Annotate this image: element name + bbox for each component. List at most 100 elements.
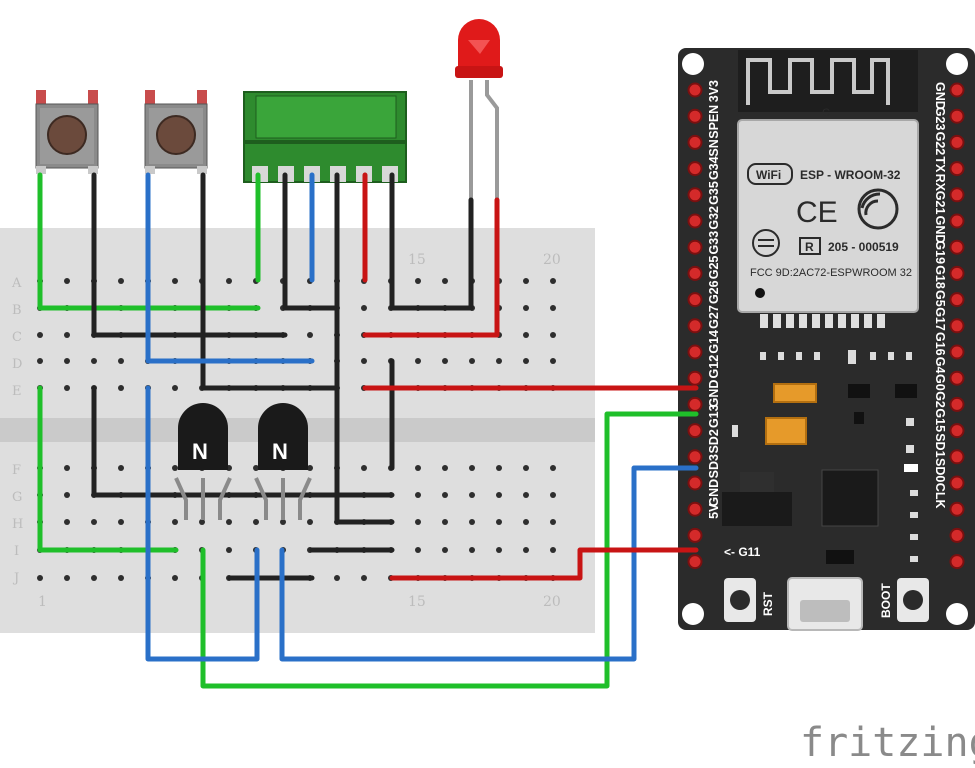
breadboard-hole [469, 465, 475, 471]
breadboard-hole [415, 358, 421, 364]
wire-blue [145, 385, 260, 662]
breadboard-hole [523, 547, 529, 553]
esp32-pin-right-8 [949, 292, 965, 308]
col-label-20-top: 20 [543, 252, 561, 268]
breadboard-hole [550, 305, 556, 311]
esp32-pin-label-left-12: G12 [707, 355, 721, 379]
esp32-pin-label-right-1: G23 [933, 107, 947, 131]
wire-black [91, 385, 395, 498]
breadboard-hole [550, 547, 556, 553]
breadboard-hole [469, 492, 475, 498]
row-label-j: J [12, 571, 19, 586]
breadboard-hole [496, 358, 502, 364]
esp32-pin-right-9 [949, 318, 965, 334]
esp32-pin-right-0 [949, 82, 965, 98]
pin-note-g11: <- G11 [724, 545, 761, 559]
esp32-pin-label-left-15: SD2 [707, 429, 721, 453]
esp32-pin-left-1 [687, 108, 703, 124]
breadboard-hole [118, 465, 124, 471]
esp32-pin-label-left-2: SP [707, 122, 721, 139]
row-label-h: H [12, 517, 23, 532]
breadboard-hole [280, 519, 286, 525]
wire-red [362, 197, 500, 338]
breadboard-hole [442, 519, 448, 525]
esp32-pin-label-right-13: G0 [933, 374, 947, 391]
breadboard-hole [442, 492, 448, 498]
fritzing-logo: fritzing [800, 720, 975, 766]
esp32-pin-left-0 [687, 82, 703, 98]
breadboard-hole [253, 465, 259, 471]
esp32-pin-right-15 [949, 475, 965, 491]
esp32-pin-left-5 [687, 213, 703, 229]
breadboard-hole [334, 575, 340, 581]
esp32-pin-right-14 [949, 449, 965, 465]
breadboard-hole [550, 358, 556, 364]
breadboard-hole [523, 465, 529, 471]
rst-label: RST [761, 591, 775, 616]
breadboard-hole [523, 305, 529, 311]
usb-port [787, 577, 863, 631]
esp32-pin-label-left-10: G27 [707, 305, 721, 329]
boot-button[interactable] [897, 578, 929, 622]
esp32-pin-label-left-14: G13 [707, 404, 721, 428]
push-button-2 [144, 90, 208, 174]
esp32-pin-left-8 [687, 292, 703, 308]
breadboard-hole [523, 358, 529, 364]
module-pins [760, 314, 885, 328]
col-label-15-top: 15 [408, 252, 426, 268]
breadboard-hole [550, 519, 556, 525]
esp32-pin-right-2 [949, 134, 965, 150]
boot-label: BOOT [879, 583, 893, 618]
esp32-pin-left-18 [687, 554, 703, 570]
breadboard-hole [64, 519, 70, 525]
breadboard-hole [118, 358, 124, 364]
breadboard-hole [172, 278, 178, 284]
breadboard-hole [307, 332, 313, 338]
breadboard-hole [415, 278, 421, 284]
breadboard-hole [64, 492, 70, 498]
esp32-pin-left-4 [687, 187, 703, 203]
esp32-pin-right-3 [949, 161, 965, 177]
esp32-pin-label-right-2: G22 [933, 132, 947, 156]
breadboard-hole [496, 547, 502, 553]
wire-black [282, 172, 340, 311]
esp32-pin-right-16 [949, 501, 965, 517]
breadboard-hole [226, 278, 232, 284]
module-id: 205 - 000519 [828, 240, 899, 254]
esp32-pin-label-right-7: G19 [933, 240, 947, 264]
breadboard-hole [550, 332, 556, 338]
breadboard-hole [91, 519, 97, 525]
esp32-pin-label-left-0: 3V3 [707, 80, 721, 102]
esp32-pin-left-17 [687, 527, 703, 543]
esp32-pin-label-left-17: GND [707, 479, 721, 507]
row-label-c: C [12, 330, 22, 345]
esp32-pin-left-3 [687, 161, 703, 177]
breadboard-hole [172, 575, 178, 581]
breadboard-hole [523, 519, 529, 525]
ce-mark: CE [796, 196, 838, 229]
breadboard-hole [118, 575, 124, 581]
esp32-pin-left-7 [687, 265, 703, 281]
breadboard-hole [172, 519, 178, 525]
esp32-pin-label-right-15: G15 [933, 408, 947, 432]
wifi-signal-icon [857, 188, 899, 230]
breadboard-hole [523, 278, 529, 284]
esp32-pin-right-6 [949, 239, 965, 255]
wifi-logo: WiFi [756, 168, 781, 182]
esp32-pin-left-2 [687, 134, 703, 150]
esp32-pin-right-11 [949, 370, 965, 386]
transistor-1-mark: N [192, 439, 208, 464]
rst-button[interactable] [724, 578, 756, 622]
breadboard-hole [64, 465, 70, 471]
breadboard-hole [172, 465, 178, 471]
esp32-pin-label-left-8: G25 [707, 256, 721, 280]
breadboard-hole [469, 547, 475, 553]
esp32-pin-label-left-3: SN [707, 139, 721, 156]
esp32-pin-left-13 [687, 423, 703, 439]
breadboard-hole [523, 492, 529, 498]
transistor-2: N [254, 403, 312, 520]
breadboard-hole [118, 385, 124, 391]
breadboard-hole [550, 492, 556, 498]
fcc-id: FCC 9D:2AC72-ESPWROOM 32 [750, 267, 912, 279]
